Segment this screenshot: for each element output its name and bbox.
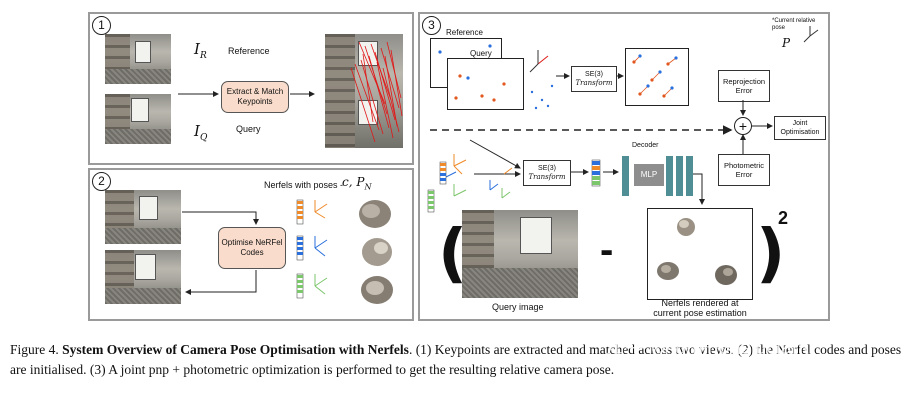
init-reference-image <box>105 190 181 244</box>
watermark: 知乎 @luminousluciant <box>605 337 809 359</box>
panel-joint-optimisation: 3 Reference Query SE(3)Transform Reproje… <box>418 12 830 321</box>
p-symbol: P <box>782 36 791 50</box>
decoder-layers <box>622 156 693 196</box>
caption-text: . (1) Keypoints are extracted and matche… <box>10 342 902 377</box>
panel-initialise: 2 Optimise NeRFel Codes Nerfels with pos… <box>88 168 414 321</box>
caption-title: System Overview of Camera Pose Optimisat… <box>62 342 409 357</box>
bottom-axes-icons <box>489 167 513 199</box>
panel3-reference-label: Reference <box>446 28 483 37</box>
reference-keypoints <box>438 44 506 102</box>
nerfels-with-poses-label: Nerfels with poses - <box>264 180 344 190</box>
panel-number-2: 2 <box>92 172 111 191</box>
panel-keypoints: 1 IR Reference Extract & Match Keypoints… <box>88 12 414 165</box>
se3-transform-box-bottom: SE(3)Transform <box>523 160 571 186</box>
current-pose-note: *Current relative pose <box>772 18 816 31</box>
query-frame <box>447 58 524 110</box>
nerfels-rendered-label: Nerfels rendered at current pose estimat… <box>653 298 747 318</box>
reference-label: Reference <box>228 46 270 56</box>
nerfels-rendered-frame <box>647 208 753 300</box>
caption-prefix: Figure 4. <box>10 342 63 357</box>
figure-caption: Figure 4. System Overview of Camera Pose… <box>10 340 902 380</box>
bottom-nerfel-codes <box>427 154 467 213</box>
nerfel-code-green <box>296 273 328 299</box>
top-axes-icon <box>529 50 549 73</box>
panel2-arrows <box>182 211 259 295</box>
nerfel-renders <box>359 200 393 304</box>
query-image-small <box>105 94 171 144</box>
projected-points-top <box>530 84 554 110</box>
panel-number-1: 1 <box>92 16 111 35</box>
squared-exponent: 2 <box>778 208 789 228</box>
transformed-keypoints-frame <box>625 48 689 106</box>
c-pn-symbol: c, PN <box>342 175 372 192</box>
latent-code-stack <box>591 159 601 187</box>
matched-keypoints-image <box>325 34 403 148</box>
reprojection-pairs <box>632 54 678 98</box>
init-query-image <box>105 250 181 304</box>
nerfel-code-blue <box>296 235 328 261</box>
nerfel-code-orange <box>296 199 328 225</box>
panel3-graphics <box>427 26 819 213</box>
panel3-query-label: Query <box>470 49 492 58</box>
nerfel-codes-and-poses <box>296 199 393 304</box>
se3-transform-box-top: SE(3)Transform <box>571 66 617 92</box>
rendered-nerfels <box>657 218 737 285</box>
close-paren: ) <box>756 217 786 291</box>
minus-sign: - <box>600 228 614 272</box>
reprojection-error-box: Reprojection Error <box>718 70 770 102</box>
panel1-arrows <box>178 91 315 97</box>
mlp-block: MLP <box>634 164 664 186</box>
optimise-nerfel-box: Optimise NeRFel Codes <box>218 227 286 269</box>
iq-symbol: IQ <box>194 122 208 143</box>
reference-image <box>105 34 171 84</box>
photometric-error-box: Photometric Error <box>718 154 770 186</box>
keypoint-match-lines <box>350 41 403 143</box>
query-image-large <box>462 210 578 298</box>
panel-number-3: 3 <box>422 16 441 35</box>
joint-optimisation-box: Joint Optimisation <box>774 116 826 140</box>
decoder-label: Decoder <box>632 142 659 149</box>
query-image-label: Query image <box>492 302 544 312</box>
ir-symbol: IR <box>194 40 207 61</box>
extract-match-box: Extract & Match Keypoints <box>221 81 289 113</box>
query-label: Query <box>236 124 261 134</box>
current-pose-axes-icon <box>803 26 819 43</box>
